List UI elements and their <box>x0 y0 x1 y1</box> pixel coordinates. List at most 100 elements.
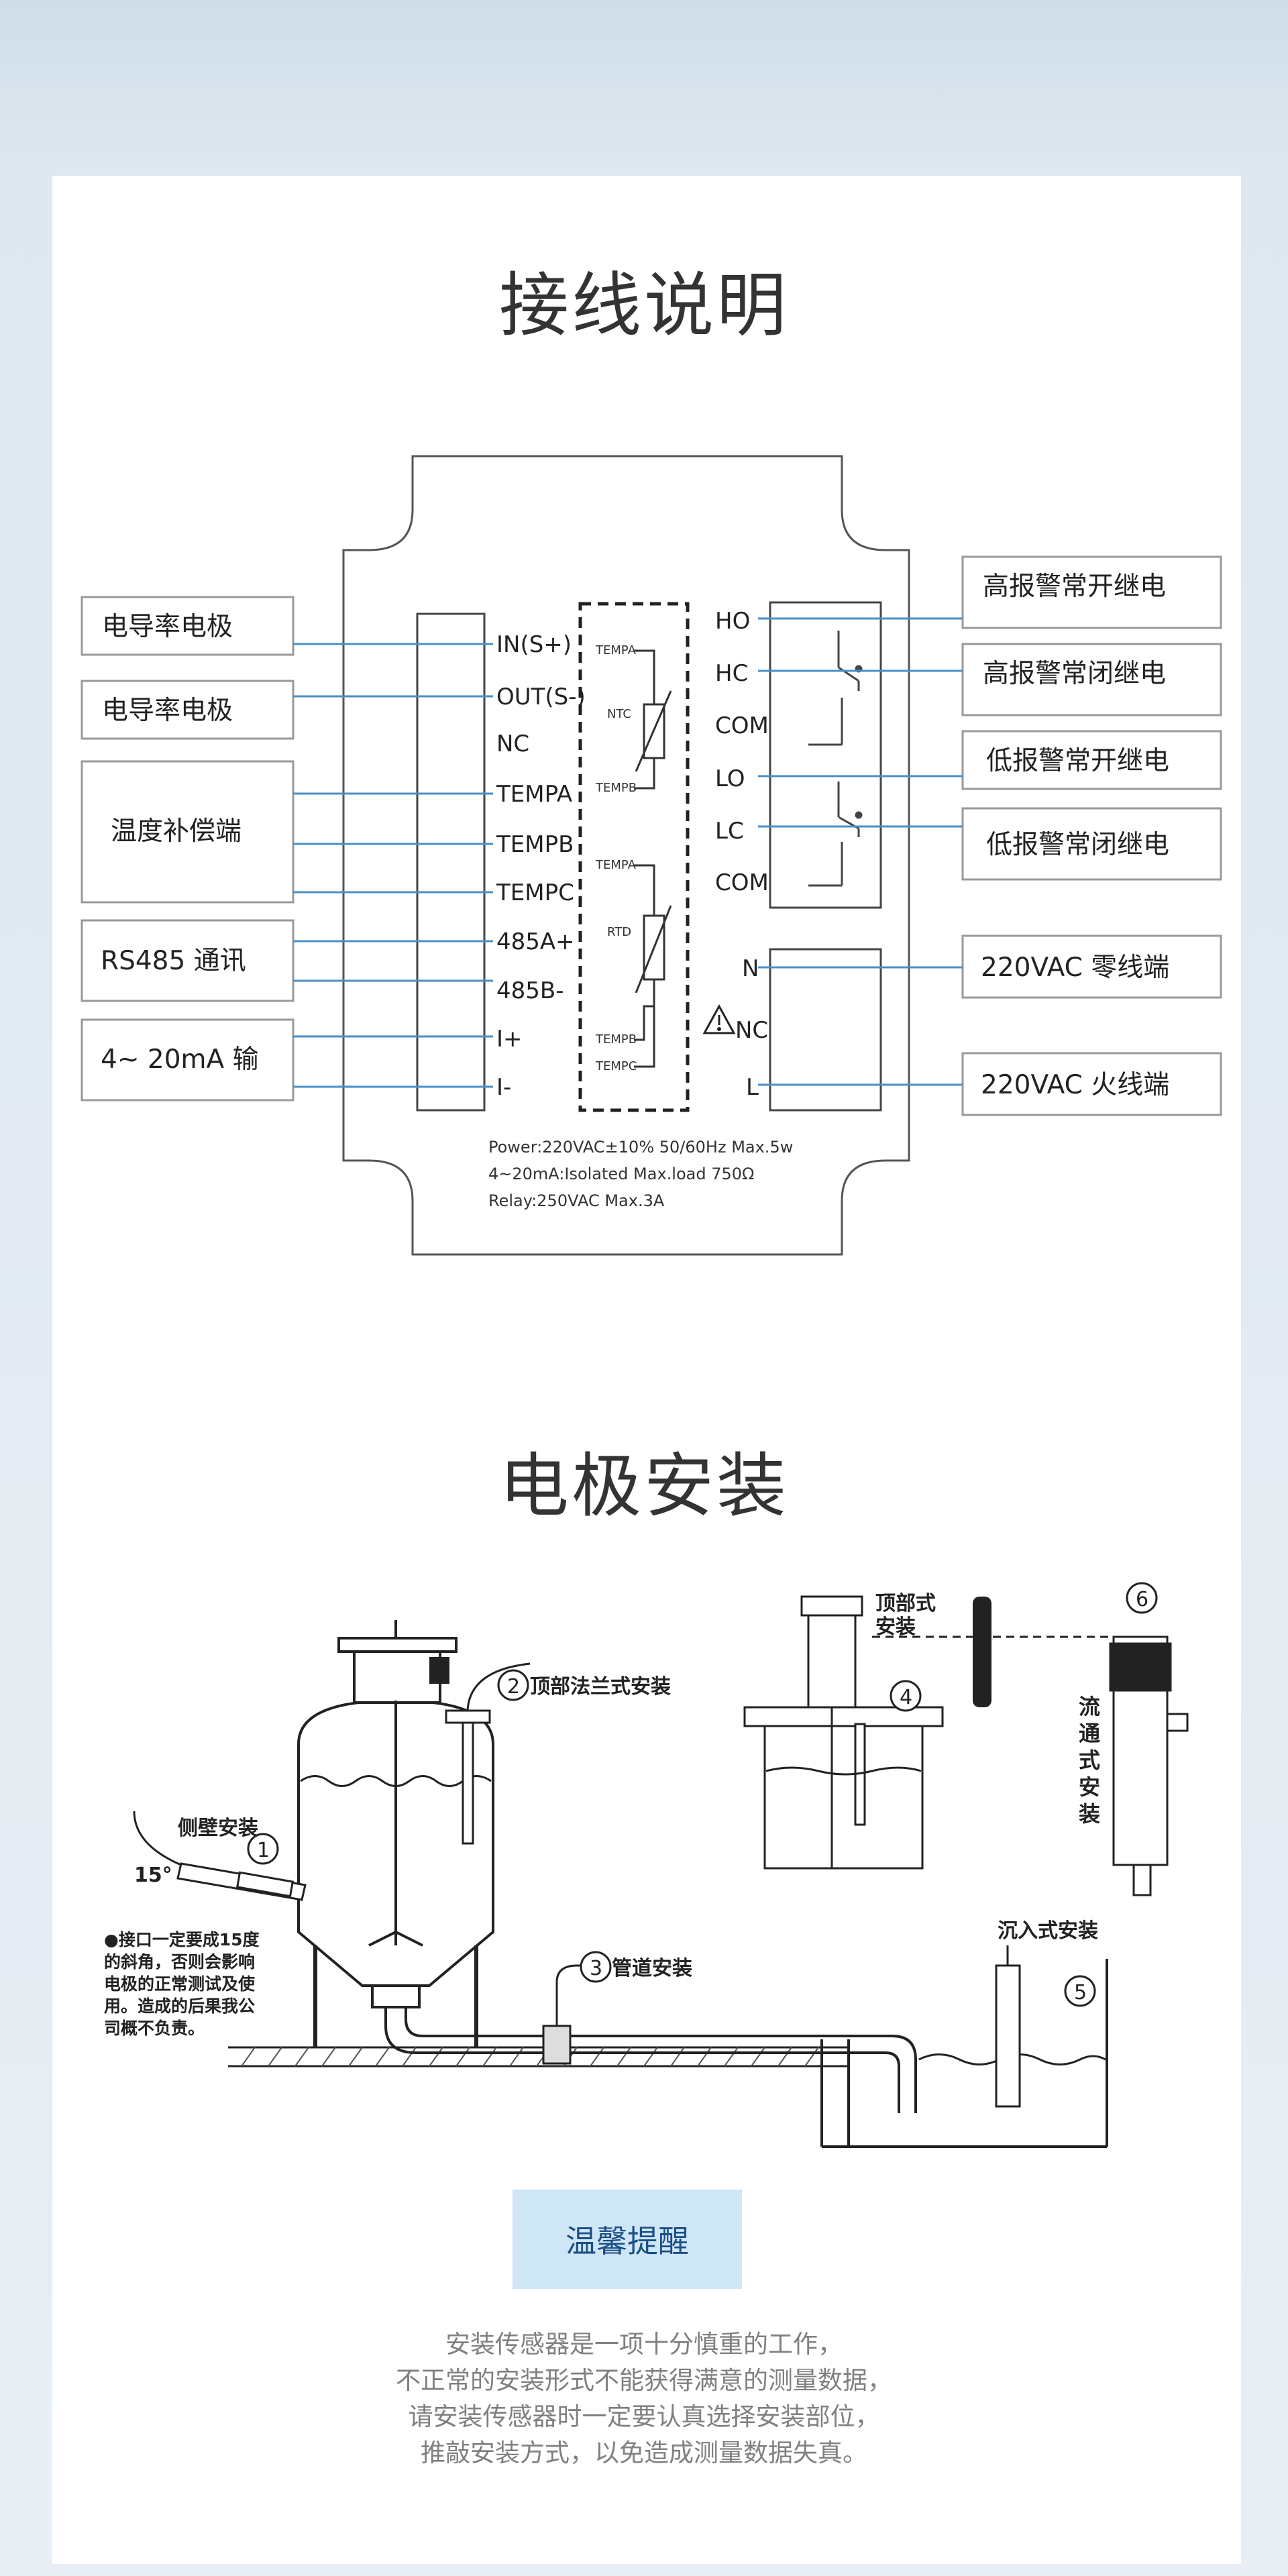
terminal-nc: NC <box>496 731 529 757</box>
right-wires <box>758 617 963 1086</box>
top-mount-label-2: 安装 <box>875 1615 916 1639</box>
rtd-label: RTD <box>607 925 631 939</box>
terminal-in: IN(S+) <box>496 631 572 658</box>
note-line-1: ●接口一定要成15度 <box>104 1930 260 1949</box>
tip-text: 安装传感器是一项十分慎重的工作， 不正常的安装形式不能获得满意的测量数据， 请安… <box>0 2326 1288 2471</box>
flow-label-4: 安 <box>1079 1774 1100 1800</box>
right-label-high-no: 高报警常开继电 <box>983 572 1166 602</box>
ntc-tempb-label: TEMPB <box>595 781 637 795</box>
left-label-temp-comp: 温度补偿端 <box>111 816 241 847</box>
ntc-label: NTC <box>607 707 631 721</box>
terminal-lo: LO <box>715 765 745 792</box>
spec-relay: Relay:250VAC Max.3A <box>488 1191 665 1210</box>
label-box-4-20ma <box>80 1018 294 1102</box>
tip-line-2: 不正常的安装形式不能获得满意的测量数据， <box>396 2366 892 2395</box>
right-label-live: 220VAC 火线端 <box>981 1070 1169 1100</box>
spec-power: Power:220VAC±10% 50/60Hz Max.5w <box>488 1138 793 1157</box>
tank-stirrer-motor <box>429 1657 449 1684</box>
number-3: 3 <box>590 1957 602 1980</box>
terminal-iminus: I- <box>496 1074 511 1101</box>
number-2: 2 <box>507 1675 520 1699</box>
right-label-low-no: 低报警常开继电 <box>986 746 1169 776</box>
spec-output: 4~20mA:Isolated Max.load 750Ω <box>488 1165 754 1183</box>
right-label-neutral: 220VAC 零线端 <box>981 953 1169 983</box>
terminal-hc: HC <box>715 660 748 687</box>
rtd-tempa-label: TEMPA <box>595 858 637 872</box>
label-box-high-nc <box>961 643 1222 716</box>
number-1-badge <box>247 1833 279 1865</box>
install-title: 电极安装 <box>498 1445 789 1527</box>
wiring-title: 接线说明 <box>498 264 789 346</box>
immersion-sensor <box>995 1945 1021 2108</box>
rtd-tempb-label: TEMPB <box>595 1032 637 1046</box>
pipe-sensor <box>542 2025 572 2065</box>
tip-title: 温馨提醒 <box>513 2190 742 2289</box>
top-mount-probe <box>973 1597 991 1707</box>
note-line-5: 司概不负责。 <box>104 2019 205 2038</box>
terminal-com-1: COM <box>715 712 769 739</box>
flow-label-5: 装 <box>1079 1801 1100 1827</box>
right-label-high-nc: 高报警常闭继电 <box>983 659 1166 689</box>
terminal-out: OUT(S-) <box>496 684 586 710</box>
label-box-conductivity-2 <box>80 680 294 740</box>
label-box-rs485 <box>80 919 294 1002</box>
number-5: 5 <box>1074 1981 1087 2004</box>
rtd-tempc-label: TEMPC <box>595 1059 637 1073</box>
left-label-4-20ma: 4~ 20mA 输 <box>101 1044 259 1075</box>
note-line-3: 电极的正常测试及使 <box>104 1974 256 1994</box>
rtd-sensor <box>634 864 672 1068</box>
side-wall-label: 侧壁安装 <box>178 1817 258 1840</box>
wiring-diagram: TEMPA NTC TEMPB TEMPA RTD TEMPB TEMPC IN… <box>80 455 1222 1256</box>
ntc-tempa-label: TEMPA <box>595 643 637 657</box>
terminal-485b: 485B- <box>496 977 564 1004</box>
number-2-badge <box>497 1669 529 1701</box>
flow-cell <box>1109 1635 1189 1896</box>
top-flange-sensor <box>445 1709 491 1845</box>
number-4-badge <box>890 1680 922 1712</box>
number-3-badge <box>580 1951 612 1983</box>
terminal-iplus: I+ <box>496 1026 523 1053</box>
tank <box>297 1620 494 2008</box>
terminal-tempa: TEMPA <box>496 781 572 808</box>
tip-line-3: 请安装传感器时一定要认真选择安装部位， <box>408 2402 880 2431</box>
terminal-tempc: TEMPC <box>496 879 574 906</box>
tank-liquid-line <box>300 1775 492 1787</box>
flow-label-2: 通 <box>1079 1721 1100 1746</box>
ntc-sensor <box>634 649 672 790</box>
terminal-ho: HO <box>715 608 750 635</box>
label-box-neutral <box>961 934 1222 999</box>
top-flange-label: 顶部法兰式安装 <box>530 1675 671 1699</box>
tip-line-1: 安装传感器是一项十分慎重的工作， <box>445 2330 843 2359</box>
ground <box>228 2046 849 2068</box>
label-box-temp-comp <box>80 760 294 904</box>
label-box-low-nc <box>961 807 1222 881</box>
label-box-low-no <box>961 730 1222 790</box>
top-mount-label-1: 顶部式 <box>875 1592 936 1615</box>
immersion-basin <box>820 1959 1108 2148</box>
pipe-label: 管道安装 <box>612 1957 692 1980</box>
number-6: 6 <box>1136 1588 1148 1611</box>
tip-line-4: 推敲安装方式，以免造成测量数据失真。 <box>421 2438 867 2467</box>
installation-illustration: 1 侧壁安装 15° 2 顶部法兰式安装 3 管道安装 ●接口一定要成15度 的… <box>104 1582 1189 2148</box>
terminal-tempb: TEMPB <box>496 831 574 858</box>
terminal-n: N <box>742 955 759 982</box>
top-mount-vessel <box>743 1595 944 1870</box>
tank-legs <box>313 1945 478 2047</box>
left-label-conductivity-1: 电导率电极 <box>102 612 233 642</box>
number-5-badge <box>1064 1975 1096 2007</box>
flow-label-1: 流 <box>1079 1694 1100 1719</box>
relay-terminal-block <box>769 601 882 909</box>
terminal-l: L <box>746 1074 759 1101</box>
terminal-com-2: COM <box>715 869 769 896</box>
terminal-nc-power: NC <box>735 1017 768 1044</box>
left-label-rs485: RS485 通讯 <box>101 946 246 976</box>
right-label-low-nc: 低报警常闭继电 <box>986 830 1169 860</box>
note-line-2: 的斜角，否则会影响 <box>104 1952 255 1972</box>
warning-icon <box>702 1004 736 1034</box>
number-4: 4 <box>900 1686 912 1709</box>
pipe <box>384 2006 917 2113</box>
flow-label-3: 式 <box>1079 1748 1100 1773</box>
label-box-live <box>961 1052 1222 1116</box>
terminal-485a: 485A+ <box>496 928 575 955</box>
left-label-conductivity-2: 电导率电极 <box>102 696 233 726</box>
